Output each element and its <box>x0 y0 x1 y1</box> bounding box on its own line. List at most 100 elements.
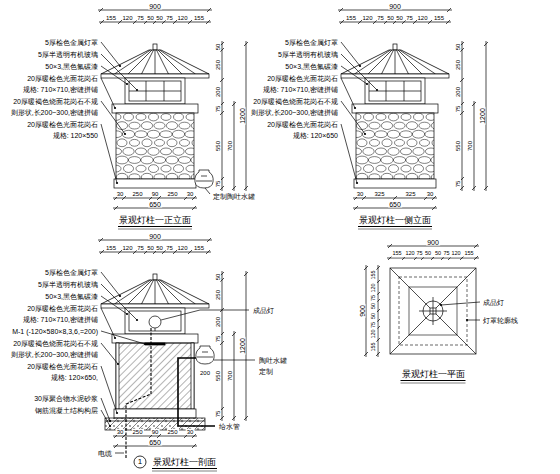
stone-piece <box>149 165 159 173</box>
plinth <box>354 179 436 188</box>
leader-line <box>101 343 118 364</box>
stone-piece <box>160 131 172 138</box>
stone-piece <box>356 165 361 172</box>
dimension-line <box>462 41 463 191</box>
stone-piece <box>173 148 184 156</box>
dimension-text: 50 <box>434 251 442 257</box>
dimension-text: 250 <box>131 191 143 197</box>
dimension-text: 120 <box>121 245 133 251</box>
stone-piece <box>135 131 147 138</box>
leader-line <box>101 54 137 90</box>
leader-dot <box>124 133 126 135</box>
dimension-text: 50 <box>215 43 221 52</box>
dimension-tick <box>484 42 488 46</box>
lamp-bulb <box>149 316 161 328</box>
dimension-line <box>338 10 452 11</box>
dimension-tick <box>339 8 343 12</box>
roof-rib <box>155 50 156 74</box>
stone-piece <box>393 157 405 164</box>
stone-piece <box>406 156 418 164</box>
stone-piece <box>179 174 190 179</box>
stone-piece <box>356 148 362 155</box>
dimension-text: 30 <box>116 191 125 197</box>
stone-piece <box>376 114 386 121</box>
dimension-line <box>113 208 197 209</box>
roof-rib <box>142 50 154 74</box>
dimension-text: 75 <box>442 251 450 257</box>
dimension-tick <box>244 272 248 276</box>
dimension-text: 120 <box>121 15 133 21</box>
stone-piece <box>136 114 146 121</box>
stone-piece <box>178 157 190 164</box>
stone-piece <box>357 139 367 147</box>
roof-rib <box>398 50 422 74</box>
dimension-tick <box>192 444 196 448</box>
leader-dot <box>119 295 121 297</box>
dimension-text: 30 <box>186 191 195 197</box>
dimension-text: 50 <box>155 245 164 251</box>
stone-piece <box>116 173 127 179</box>
stone-piece <box>363 148 374 156</box>
stone-piece <box>116 165 121 172</box>
dimension-tick <box>364 352 368 356</box>
leader-line <box>161 310 249 320</box>
stone-piece <box>431 156 434 164</box>
leader-dot <box>136 89 138 91</box>
leader-dot <box>144 343 146 345</box>
dimension-tick <box>354 206 358 210</box>
dimension-text: 120 <box>176 15 188 21</box>
roof-rib <box>128 280 152 304</box>
dimension-tick <box>232 332 236 336</box>
dimension-text: 155 <box>345 15 357 21</box>
stone-piece <box>376 165 386 172</box>
stone-piece <box>401 165 411 172</box>
leader-line <box>441 302 480 305</box>
stone-piece <box>375 131 387 138</box>
material-note: 则形状,长200~300,密缝拼铺 <box>10 109 99 116</box>
glass-panel <box>129 81 181 101</box>
leader-line <box>467 320 480 321</box>
material-note: 50×3,黑色氟碳漆 <box>44 63 99 70</box>
dimension-text: 155 <box>391 251 402 257</box>
stone-piece <box>395 139 405 146</box>
material-note: 5厚半透明有机玻璃 <box>37 51 99 58</box>
dimension-text: 550 <box>215 140 221 152</box>
dimension-text: 700 <box>227 140 233 152</box>
dimension-text: 155 <box>433 15 445 21</box>
stone-piece <box>155 139 165 146</box>
stone-piece <box>400 148 411 155</box>
dimension-text: 250 <box>166 429 178 435</box>
dimension-line <box>387 246 479 247</box>
dimension-text: 30 <box>356 191 365 197</box>
material-note: 钢筋混凝土结构构层 <box>34 407 99 414</box>
leader-line <box>341 42 360 66</box>
leader-dot <box>109 425 111 427</box>
finial <box>153 44 157 50</box>
stone-piece <box>400 131 412 138</box>
leader-dot <box>114 337 116 339</box>
dimension-text: 250 <box>215 289 221 301</box>
dimension-tick <box>100 20 104 24</box>
material-note: 规格: 120×550 <box>52 132 99 139</box>
roof-rib <box>128 50 152 74</box>
jar-spout <box>202 352 208 353</box>
title-underline <box>401 383 466 384</box>
dimension-text: 50 <box>386 15 395 21</box>
dimension-text: 650 <box>148 201 162 208</box>
dimension-text: 75 <box>371 293 377 301</box>
leader-line <box>341 54 377 90</box>
dimension-tick <box>376 352 380 356</box>
dimension-tick <box>446 20 450 24</box>
stone-piece <box>185 148 194 155</box>
material-note: 规格: 710×710,密缝拼铺 <box>22 316 99 323</box>
stone-piece <box>166 173 177 179</box>
part-label: 定制陶吐水罐 <box>212 193 256 200</box>
dimension-tick <box>393 196 397 200</box>
dimension-line <box>246 41 247 191</box>
lantern-frame <box>125 308 185 334</box>
dimension-text: 120 <box>371 282 377 293</box>
leader-dot <box>126 83 128 85</box>
dimension-text: 75 <box>165 15 174 21</box>
dimension-text: 1200 <box>479 107 486 125</box>
dimension-text: 155 <box>463 251 474 257</box>
